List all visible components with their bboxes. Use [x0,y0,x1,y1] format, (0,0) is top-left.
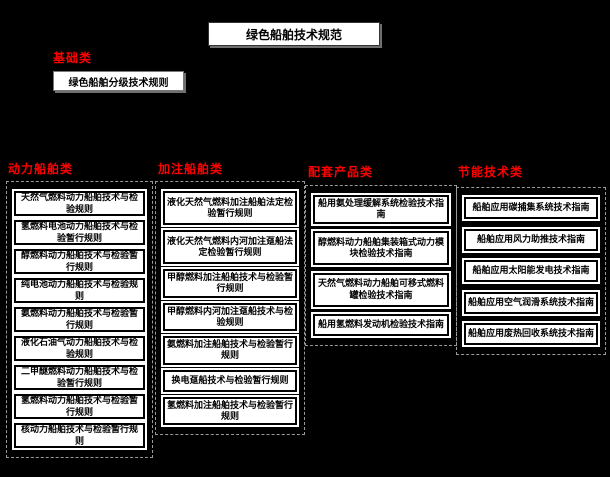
root-title-box: 绿色船舶技术规范 [208,22,380,46]
rule-node: 氨燃料加注船舶技术与检验暂行规则 [163,336,297,365]
rule-node: 甲醇燃料加注船舶技术与检验暂行规则 [163,269,297,298]
column-energy-saving-tech: 船舶应用碳捕集系统技术指南 船舶应用风力助推技术指南 船舶应用太阳能发电技术指南… [456,187,606,355]
rule-node: 醇燃料动力船舶技术与检验暂行规则 [14,249,145,274]
rule-node: 甲醇燃料内河加注趸船技术与检验规则 [163,302,297,331]
guide-node: 天然气燃料动力船舶可移式燃料罐检验技术指南 [313,272,449,307]
rule-node: 纯电池动力船舶技术与检验规则 [14,278,145,303]
guide-node: 醇燃料动力船舶集装箱式动力模块检验技术指南 [313,231,449,265]
rule-node: 氢燃料电池动力船舶技术与检验暂行规则 [14,220,145,245]
column-supporting-products: 船用氨处理缓解系统检验技术指南 醇燃料动力船舶集装箱式动力模块检验技术指南 天然… [305,185,457,346]
rule-node: 液化天然气燃料加注船舶法定检验暂行规则 [163,191,297,225]
rule-node: 二甲醚燃料动力船舶技术与检验暂行规则 [14,365,145,390]
guide-node: 船舶应用碳捕集系统技术指南 [464,197,598,219]
column-bunkering-ships: 液化天然气燃料加注船舶法定检验暂行规则 液化天然气燃料内河加注趸船法定检验暂行规… [155,181,305,435]
guide-node: 船舶应用废热回收系统技术指南 [464,323,598,345]
column-label-supporting-products: 配套产品类 [308,165,374,179]
column-label-bunkering-ships: 加注船舶类 [158,162,224,176]
column-label-power-ships: 动力船舶类 [8,162,74,176]
guide-node: 船舶应用空气润滑系统技术指南 [464,291,598,314]
root-title-text: 绿色船舶技术规范 [245,27,342,42]
column-label-energy-saving-tech: 节能技术类 [458,165,524,179]
rule-node: 液化石油气动力船舶技术与检验规则 [14,336,145,361]
guide-node: 船舶应用太阳能发电技术指南 [464,260,598,282]
guide-node: 船用氢燃料发动机检验技术指南 [313,314,449,336]
base-rule-box: 绿色船舶分级技术规则 [53,71,184,91]
guide-node: 船用氨处理缓解系统检验技术指南 [313,195,449,224]
rule-node: 液化天然气燃料内河加注趸船法定检验暂行规则 [163,230,297,264]
rule-node: 氨燃料动力船舶技术与检验暂行规则 [14,307,145,332]
rule-node: 天然气燃料动力船舶技术与检验规则 [14,191,145,216]
base-category-label: 基础类 [53,51,93,65]
rule-node: 氢燃料动力船舶技术与检验暂行规则 [14,394,145,419]
base-rule-text: 绿色船舶分级技术规则 [68,77,169,89]
rule-node: 换电趸船技术与检验暂行规则 [163,369,297,392]
rule-node: 核动力船舶技术与检验暂行规则 [14,423,145,448]
column-power-ships: 天然气燃料动力船舶技术与检验规则 氢燃料电池动力船舶技术与检验暂行规则 醇燃料动… [6,181,153,458]
rule-node: 氢燃料加注船舶技术与检验暂行规则 [163,396,297,425]
guide-node: 船舶应用风力助推技术指南 [464,228,598,251]
